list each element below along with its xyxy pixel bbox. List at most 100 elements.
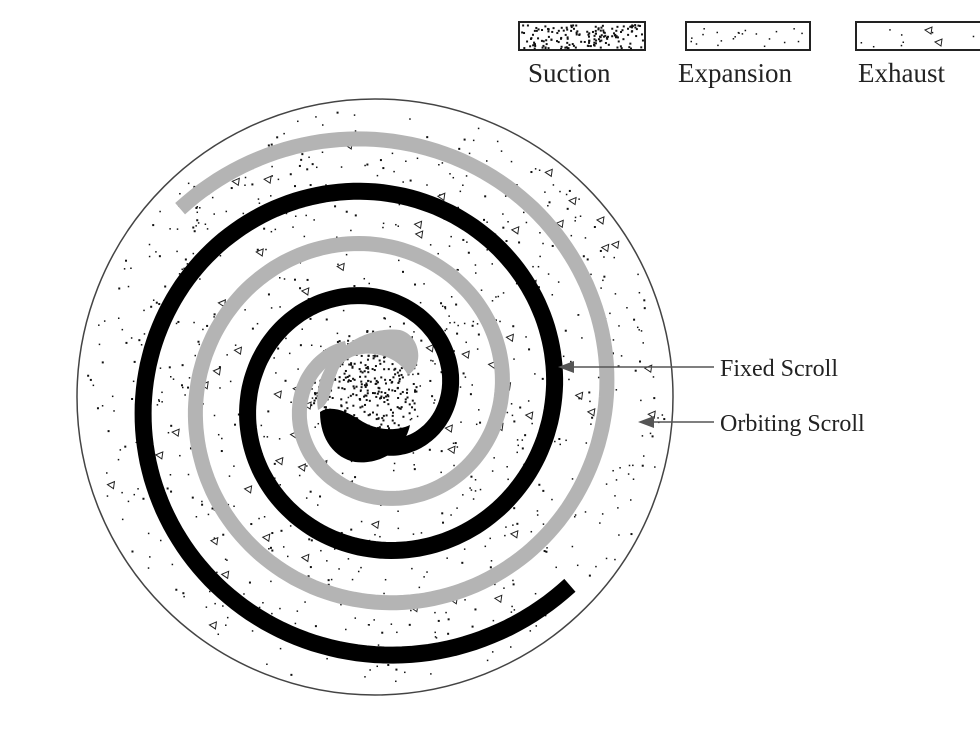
speckle xyxy=(364,403,367,406)
speckle xyxy=(456,446,459,448)
speckle xyxy=(615,389,618,391)
speckle xyxy=(391,363,394,366)
speckle xyxy=(354,617,357,619)
speckle xyxy=(597,38,600,41)
speckle xyxy=(219,387,221,389)
speckle xyxy=(627,473,630,475)
speckle xyxy=(283,278,286,280)
speckle xyxy=(199,278,201,280)
speckle xyxy=(541,377,544,380)
speckle xyxy=(401,270,404,273)
speckle xyxy=(551,30,554,33)
speckle xyxy=(462,372,465,375)
speckle xyxy=(506,411,509,414)
speckle xyxy=(502,213,504,215)
speckle xyxy=(601,513,604,515)
speckle xyxy=(358,397,361,400)
speckle xyxy=(588,574,591,577)
speckle xyxy=(377,386,380,389)
speckle xyxy=(445,328,448,330)
speckle xyxy=(586,30,589,33)
speckle xyxy=(511,414,514,417)
speckle xyxy=(459,386,462,388)
speckle xyxy=(333,378,336,381)
speckle xyxy=(352,404,355,407)
speckle xyxy=(457,324,459,327)
speckle xyxy=(570,234,573,237)
speckle xyxy=(797,40,800,43)
speckle xyxy=(266,436,269,438)
speckle xyxy=(565,193,568,196)
speckle xyxy=(375,413,378,416)
speckle xyxy=(361,371,364,374)
speckle xyxy=(405,391,408,394)
speckle xyxy=(534,44,537,47)
speckle xyxy=(464,599,466,601)
speckle xyxy=(127,285,130,288)
speckle xyxy=(486,249,488,251)
speckle xyxy=(469,393,472,396)
speckle-triangle xyxy=(425,343,435,353)
speckle xyxy=(539,232,541,234)
speckle xyxy=(387,663,390,666)
speckle xyxy=(316,392,319,395)
speckle xyxy=(359,389,362,392)
speckle xyxy=(271,165,273,168)
speckle xyxy=(345,401,348,404)
speckle-triangle xyxy=(555,219,564,229)
speckle xyxy=(557,41,560,44)
speckle xyxy=(348,374,351,377)
speckle xyxy=(455,303,458,306)
speckle xyxy=(121,328,124,331)
speckle xyxy=(534,592,537,595)
speckle xyxy=(611,352,614,355)
speckle xyxy=(353,414,356,417)
speckle xyxy=(589,400,591,403)
speckle xyxy=(343,388,346,391)
speckle xyxy=(503,587,505,589)
speckle xyxy=(409,179,412,182)
speckle xyxy=(147,567,150,569)
speckle xyxy=(273,462,276,465)
speckle xyxy=(353,114,356,116)
speckle xyxy=(170,490,173,493)
speckle xyxy=(195,516,198,518)
speckle xyxy=(389,325,391,328)
speckle xyxy=(480,289,483,291)
speckle xyxy=(186,263,189,265)
speckle xyxy=(512,325,515,328)
speckle xyxy=(289,525,292,527)
speckle xyxy=(314,426,316,428)
speckle xyxy=(372,355,375,357)
speckle xyxy=(306,168,309,171)
speckle xyxy=(349,394,352,397)
speckle xyxy=(440,471,442,474)
orbiting-scroll-label: Orbiting Scroll xyxy=(720,411,865,437)
speckle xyxy=(121,518,124,521)
speckle xyxy=(521,447,524,450)
speckle xyxy=(474,608,477,611)
speckle xyxy=(271,175,274,177)
speckle xyxy=(374,533,376,536)
speckle xyxy=(552,27,555,30)
speckle xyxy=(502,226,505,229)
speckle xyxy=(559,443,561,446)
speckle xyxy=(530,171,533,174)
speckle-triangle xyxy=(209,536,219,546)
speckle xyxy=(534,168,537,170)
speckle xyxy=(334,205,337,208)
speckle xyxy=(450,514,452,516)
speckle-triangle xyxy=(493,594,503,604)
speckle xyxy=(347,380,350,383)
speckle xyxy=(620,30,623,33)
speckle xyxy=(267,410,270,413)
speckle xyxy=(400,367,403,370)
speckle xyxy=(470,475,473,478)
speckle xyxy=(211,507,214,510)
speckle xyxy=(270,230,273,233)
speckle xyxy=(351,366,354,369)
speckle xyxy=(271,532,274,535)
speckle xyxy=(376,404,379,407)
speckle xyxy=(616,36,619,39)
speckle xyxy=(218,366,221,369)
